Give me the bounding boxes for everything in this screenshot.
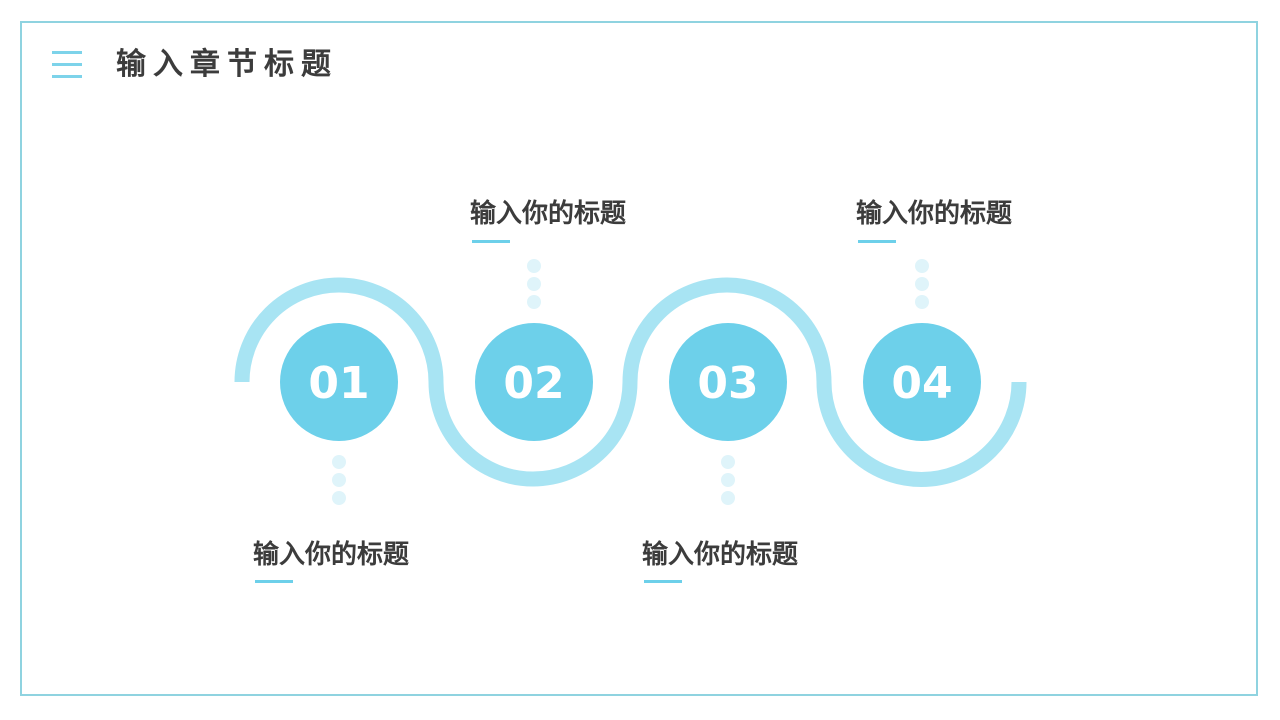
step-number-02: 02 — [503, 358, 564, 409]
step-label-04: 输入你的标题 — [856, 199, 1013, 229]
slide-frame — [20, 21, 1258, 696]
step-circle-02 — [475, 323, 593, 441]
step-number-04: 04 — [891, 358, 952, 409]
step-underline-01 — [255, 580, 293, 583]
step-underline-02 — [472, 240, 510, 243]
step-number-01: 01 — [308, 358, 369, 409]
menu-icon[interactable] — [52, 51, 82, 78]
step-underline-04 — [858, 240, 896, 243]
dots-step-03 — [721, 455, 735, 505]
page-title: 输入章节标题 — [116, 47, 338, 82]
step-label-03: 输入你的标题 — [642, 540, 799, 570]
step-underline-03 — [644, 580, 682, 583]
wave-connector — [234, 277, 1027, 487]
step-circle-01 — [280, 323, 398, 441]
step-circle-03 — [669, 323, 787, 441]
dots-step-04 — [915, 259, 929, 309]
step-number-03: 03 — [697, 358, 758, 409]
dots-step-02 — [527, 259, 541, 309]
step-label-02: 输入你的标题 — [470, 199, 627, 229]
step-circle-04 — [863, 323, 981, 441]
dots-step-01 — [332, 455, 346, 505]
step-label-01: 输入你的标题 — [253, 540, 410, 570]
